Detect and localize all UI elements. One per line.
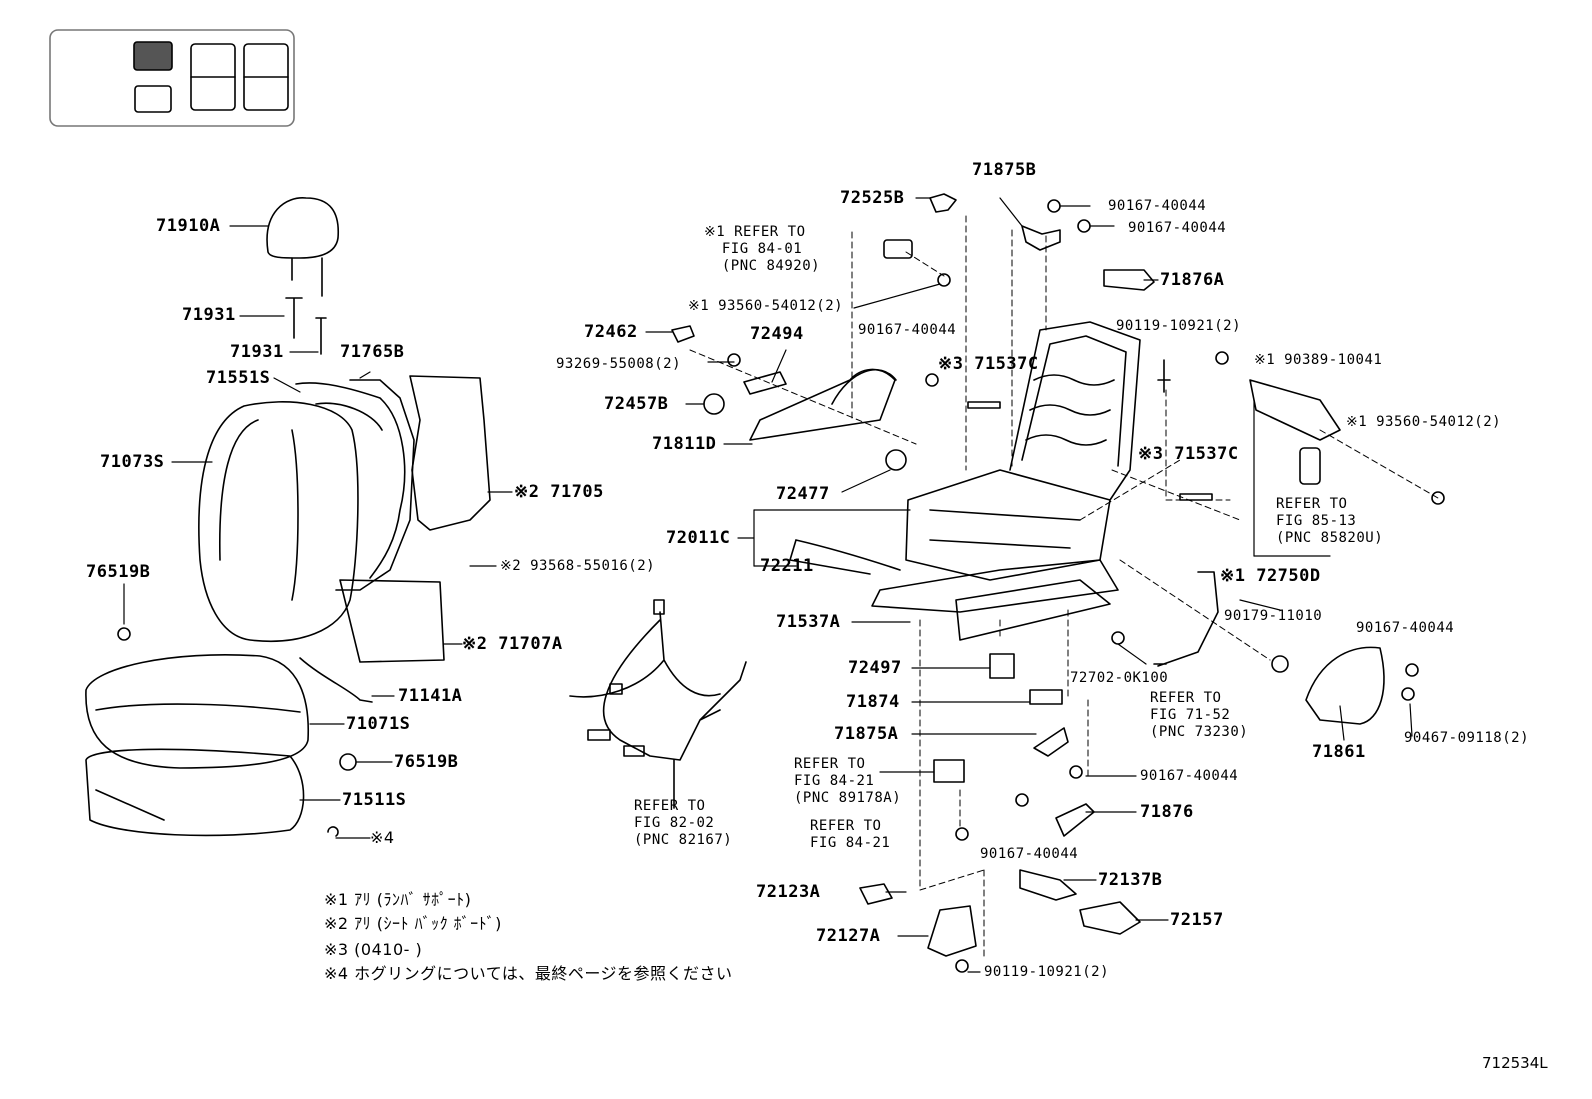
part-label-71876a: 71876A bbox=[1160, 270, 1225, 290]
part-label-72750d: ※1 72750D bbox=[1220, 566, 1321, 586]
part-label-71073s: 71073S bbox=[100, 452, 165, 472]
part-label-90167-40044: 90167-40044 bbox=[1108, 198, 1207, 214]
part-label-72525b: 72525B bbox=[840, 188, 905, 208]
part-label-72127a: 72127A bbox=[816, 926, 881, 946]
seat-cushion-drawing bbox=[85, 627, 373, 837]
part-label-93560-54012: ※1 93560-54012(2) bbox=[688, 298, 844, 314]
part-label-72123a: 72123A bbox=[756, 882, 821, 902]
part-label-72494: 72494 bbox=[750, 324, 804, 344]
part-label-71861: 71861 bbox=[1312, 742, 1366, 762]
vehicle-seat-key-map bbox=[49, 29, 295, 127]
part-label-71551s: 71551S bbox=[206, 368, 271, 388]
part-label-72457b: 72457B bbox=[604, 394, 669, 414]
dashed-reference-lines bbox=[689, 215, 1439, 961]
part-label-72137b: 72137B bbox=[1098, 870, 1163, 890]
part-label-71537c: ※3 71537C bbox=[938, 354, 1039, 374]
part-label-72157: 72157 bbox=[1170, 910, 1224, 930]
part-label-90167-40044: 90167-40044 bbox=[1356, 620, 1455, 636]
part-label-90179-11010: 90179-11010 bbox=[1224, 608, 1323, 624]
part-label-76519b: 76519B bbox=[86, 562, 151, 582]
part-label-71931: 71931 bbox=[230, 342, 284, 362]
reference-fig-71-52: REFER TO FIG 71-52 (PNC 73230) bbox=[1150, 690, 1249, 740]
part-label-71511s: 71511S bbox=[342, 790, 407, 810]
seat-back-drawing bbox=[198, 375, 491, 663]
footnote-3: ※3 (0410- ) bbox=[324, 940, 423, 959]
part-label-71765b: 71765B bbox=[340, 342, 405, 362]
part-label-71931: 71931 bbox=[182, 305, 236, 325]
part-label-71141a: 71141A bbox=[398, 686, 463, 706]
part-label-93560-54012: ※1 93560-54012(2) bbox=[1346, 414, 1502, 430]
part-label-71537a: 71537A bbox=[776, 612, 841, 632]
part-label-71910a: 71910A bbox=[156, 216, 221, 236]
footnote-4: ※4 ホグリングについては、最終ページを参照ください bbox=[324, 964, 733, 983]
part-label-90119-10921: 90119-10921(2) bbox=[984, 964, 1110, 980]
part-label-90167-40044: 90167-40044 bbox=[1140, 768, 1239, 784]
part-label-71537c: ※3 71537C bbox=[1138, 444, 1239, 464]
part-label-90167-40044: 90167-40044 bbox=[1128, 220, 1227, 236]
part-label-90167-40044: 90167-40044 bbox=[980, 846, 1079, 862]
footnote-1: ※1 ｱﾘ (ﾗﾝﾊﾞ ｻﾎﾟｰﾄ) bbox=[324, 890, 472, 909]
reference-fig-84-01: ※1 REFER TO FIG 84-01 (PNC 84920) bbox=[704, 224, 821, 274]
part-label-71875a: 71875A bbox=[834, 724, 899, 744]
headrest-drawing bbox=[266, 197, 340, 355]
reference-fig-85-13: REFER TO FIG 85-13 (PNC 85820U) bbox=[1276, 496, 1384, 546]
part-label-72462: 72462 bbox=[584, 322, 638, 342]
reference-fig-84-21: REFER TO FIG 84-21 (PNC 89178A) bbox=[794, 756, 902, 806]
part-label-72011c: 72011C bbox=[666, 528, 731, 548]
part-label-76519b: 76519B bbox=[394, 752, 459, 772]
part-label-72211: 72211 bbox=[760, 556, 814, 576]
part-label-90119-10921: 90119-10921(2) bbox=[1116, 318, 1242, 334]
part-label-90389-10041: ※1 90389-10041 bbox=[1254, 352, 1383, 368]
part-label-71707a: ※2 71707A bbox=[462, 634, 563, 654]
part-label-71705: ※2 71705 bbox=[514, 482, 604, 502]
wire-harness-drawing bbox=[569, 599, 747, 809]
part-label-93269-55008: 93269-55008(2) bbox=[556, 356, 682, 372]
part-label-71071s: 71071S bbox=[346, 714, 411, 734]
part-label-72702-0k100: 72702-0K100 bbox=[1070, 670, 1169, 686]
footnote-2: ※2 ｱﾘ (ｼｰﾄ ﾊﾞｯｸ ﾎﾞｰﾄﾞ) bbox=[324, 914, 502, 933]
part-label-90467-09118: 90467-09118(2) bbox=[1404, 730, 1530, 746]
part-label-72497: 72497 bbox=[848, 658, 902, 678]
part-label-72477: 72477 bbox=[776, 484, 830, 504]
part-label-71876: 71876 bbox=[1140, 802, 1194, 822]
part-label-71875b: 71875B bbox=[972, 160, 1037, 180]
reference-fig-82-02: REFER TO FIG 82-02 (PNC 82167) bbox=[634, 798, 733, 848]
part-label-hog-ring: ※4 bbox=[370, 828, 395, 847]
part-label-71811d: 71811D bbox=[652, 434, 717, 454]
leader-lines bbox=[123, 197, 1413, 973]
part-label-90167-40044: 90167-40044 bbox=[858, 322, 957, 338]
part-label-93568-55016: ※2 93568-55016(2) bbox=[500, 558, 656, 574]
reference-fig-84-21: REFER TO FIG 84-21 bbox=[810, 818, 891, 851]
figure-number: 712534L bbox=[1482, 1054, 1548, 1072]
part-label-71874: 71874 bbox=[846, 692, 900, 712]
seat-frame-drawing bbox=[749, 321, 1141, 641]
